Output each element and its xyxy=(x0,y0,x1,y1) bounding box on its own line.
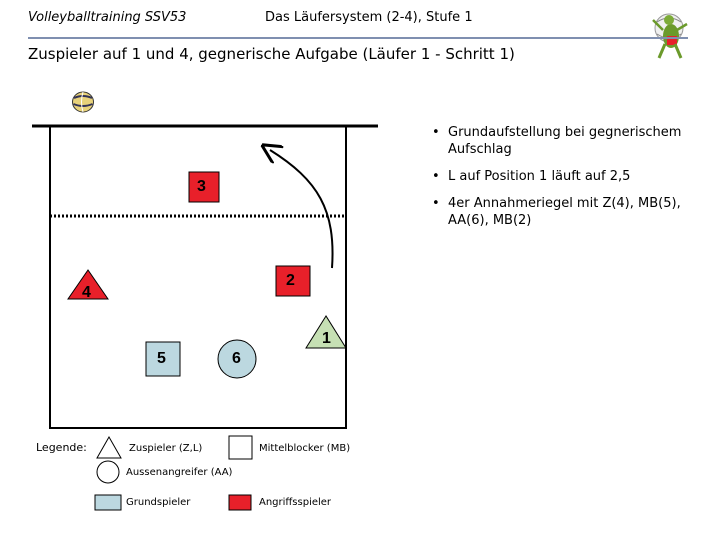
player-1-marker xyxy=(305,315,347,349)
player-1-label: 1 xyxy=(322,330,331,347)
legend-zuspieler: Zuspieler (Z,L) xyxy=(129,443,203,454)
movement-arrow xyxy=(270,150,334,269)
player-3-marker xyxy=(188,171,220,203)
legend-angriffsspieler: Angriffsspieler xyxy=(259,497,332,508)
court-outline xyxy=(49,126,347,429)
player-3-label: 3 xyxy=(197,178,206,195)
player-4-marker xyxy=(67,269,109,300)
header-left-title: Volleyballtraining SSV53 xyxy=(28,10,187,25)
legend-grundspieler: Grundspieler xyxy=(126,497,191,508)
player-6-label: 6 xyxy=(232,350,241,367)
bullet-item: 4er Annahmeriegel mit Z(4), MB(5), AA(6)… xyxy=(432,195,702,229)
bullet-item: Grundaufstellung bei gegnerischem Aufsch… xyxy=(432,124,702,158)
player-2-marker xyxy=(275,265,311,297)
legend-attacker-swatch xyxy=(228,494,252,511)
explanation-list: Grundaufstellung bei gegnerischem Aufsch… xyxy=(432,124,702,239)
bullet-item: L auf Position 1 läuft auf 2,5 xyxy=(432,168,702,185)
legend-triangle-icon xyxy=(96,435,122,459)
legend-title: Legende: xyxy=(36,441,87,454)
player-4-label: 4 xyxy=(82,284,91,301)
title-divider xyxy=(28,37,688,39)
legend-square-icon xyxy=(228,435,253,460)
player-2-label: 2 xyxy=(286,272,295,289)
player-5-label: 5 xyxy=(157,350,166,367)
player-5-marker xyxy=(145,341,181,377)
volleyball-icon xyxy=(72,91,94,113)
legend-base-swatch xyxy=(94,494,122,511)
legend-circle-icon xyxy=(96,460,120,484)
header-center-title: Das Läufersystem (2-4), Stufe 1 xyxy=(265,10,473,25)
legend-aussenangreifer: Aussenangreifer (AA) xyxy=(126,467,233,478)
legend-mittelblocker: Mittelblocker (MB) xyxy=(259,443,351,454)
player-6-marker xyxy=(217,339,257,379)
club-logo-icon xyxy=(652,13,688,59)
page-subtitle: Zuspieler auf 1 und 4, gegnerische Aufga… xyxy=(28,45,515,63)
